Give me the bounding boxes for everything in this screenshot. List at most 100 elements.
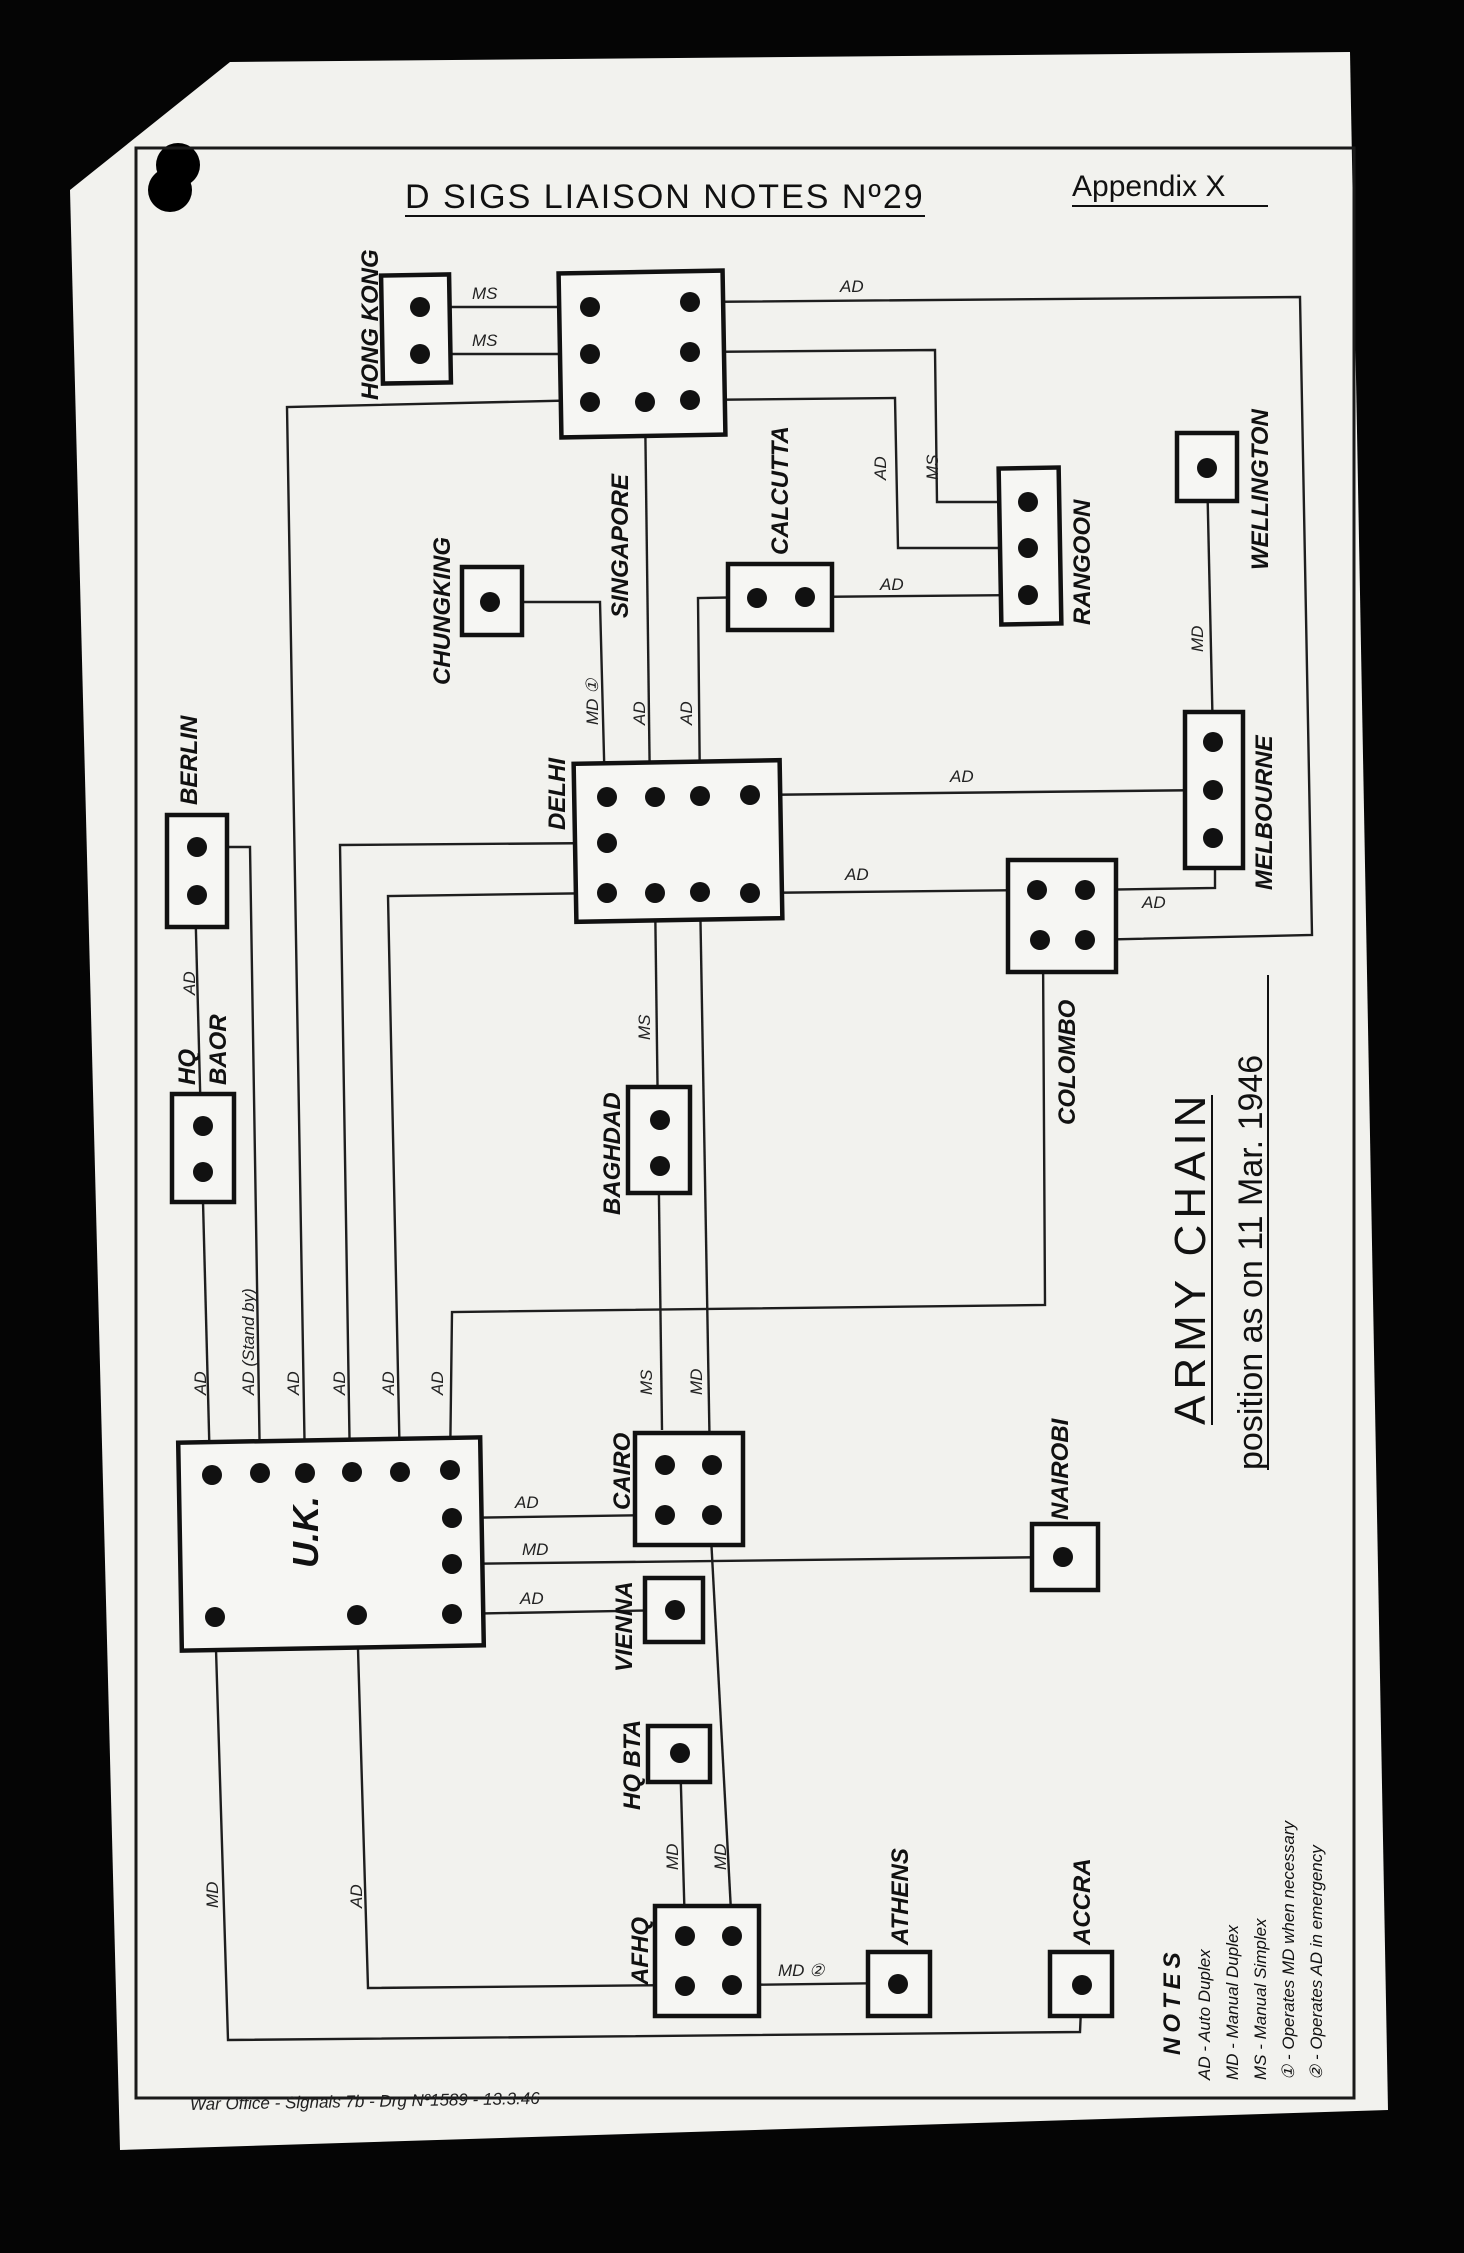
link-label-ms: MS bbox=[923, 454, 942, 480]
link-label-ad: AD bbox=[379, 1371, 398, 1396]
link-label-ad: AD bbox=[839, 277, 864, 296]
appendix-label: Appendix X bbox=[1072, 170, 1225, 203]
link-uk-nairobi bbox=[451, 1555, 1061, 1566]
station-wellington bbox=[1174, 430, 1240, 504]
link-label-ad: AD bbox=[677, 701, 696, 726]
diagram-title: ARMY CHAIN bbox=[1166, 1090, 1215, 1425]
label-melbourne: MELBOURNE bbox=[1251, 734, 1278, 890]
drawing-frame bbox=[134, 146, 1356, 2100]
label-cairo: CAIRO bbox=[609, 1432, 636, 1510]
station-vienna bbox=[642, 1575, 706, 1645]
station-baghdad bbox=[625, 1084, 693, 1196]
station-uk bbox=[175, 1435, 487, 1653]
label-accra: ACCRA bbox=[1069, 1858, 1096, 1946]
station-afhq bbox=[652, 1903, 762, 2019]
link-singapore-delhi bbox=[643, 404, 652, 796]
note-item: ① - Operates MD when necessary bbox=[1279, 1819, 1298, 2080]
link-singapore-colombo bbox=[689, 295, 1314, 942]
link-label-ad: AD bbox=[519, 1589, 544, 1608]
station-hq-baor bbox=[169, 1091, 237, 1205]
label-athens: ATHENS bbox=[887, 1848, 914, 1946]
label-wellington: WELLINGTON bbox=[1247, 408, 1274, 570]
station-melbourne bbox=[1182, 709, 1246, 871]
document-title: D SIGS LIAISON NOTES Nº29 bbox=[405, 178, 925, 216]
link-label-ad: AD bbox=[191, 1371, 210, 1396]
label-afhq: AFHQ bbox=[627, 1917, 654, 1986]
station-berlin bbox=[164, 812, 230, 930]
link-singapore-rangoon bbox=[689, 348, 1025, 504]
label-vienna: VIENNA bbox=[611, 1581, 638, 1672]
link-label-md: MD bbox=[522, 1540, 548, 1559]
link-label-ad: AD bbox=[871, 456, 890, 481]
station-chungking bbox=[459, 564, 525, 638]
notes-heading: NOTES bbox=[1159, 1947, 1186, 2055]
station-rangoon bbox=[996, 465, 1064, 627]
punch-hole bbox=[148, 168, 192, 212]
label-rangoon: RANGOON bbox=[1069, 499, 1096, 625]
station-colombo bbox=[1005, 857, 1119, 975]
link-label-ms: MS bbox=[472, 331, 498, 350]
station-calcutta bbox=[725, 561, 835, 633]
link-label-ad: AD bbox=[347, 1884, 366, 1909]
label-nairobi: NAIROBI bbox=[1047, 1417, 1074, 1520]
link-delhi-cairo bbox=[698, 892, 712, 1466]
station-singapore bbox=[556, 268, 728, 440]
link-label-ad: AD bbox=[514, 1493, 539, 1512]
station-cairo bbox=[632, 1430, 746, 1548]
label-baghdad: BAGHDAD bbox=[599, 1092, 626, 1215]
note-item: AD - Auto Duplex bbox=[1195, 1949, 1214, 2081]
label-delhi: DELHI bbox=[544, 757, 571, 830]
link-label-ms: MS bbox=[637, 1369, 656, 1395]
link-singapore-uk bbox=[285, 398, 591, 1471]
station-accra bbox=[1047, 1949, 1115, 2019]
label-uk: U.K. bbox=[285, 1496, 326, 1568]
link-uk-cairo bbox=[451, 1513, 661, 1520]
link-label-ad: AD bbox=[1141, 893, 1166, 912]
link-label-md: MD bbox=[1188, 626, 1207, 652]
link-label-md: MD bbox=[687, 1369, 706, 1395]
diagram-subtitle: position as on 11 Mar. 1946 bbox=[1232, 1055, 1270, 1470]
link-label-ms: MS bbox=[472, 284, 498, 303]
note-item: MS - Manual Simplex bbox=[1251, 1918, 1270, 2080]
note-item: ② - Operates AD in emergency bbox=[1307, 1844, 1326, 2080]
label-hq-bta: HQ BTA bbox=[619, 1720, 646, 1810]
label-berlin: BERLIN bbox=[176, 715, 203, 805]
note-item: MD - Manual Duplex bbox=[1223, 1925, 1242, 2080]
station-hong-kong bbox=[378, 272, 454, 386]
link-label-md: MD bbox=[203, 1882, 222, 1908]
label-hq: HQ bbox=[174, 1049, 201, 1085]
label-colombo: COLOMBO bbox=[1054, 999, 1081, 1125]
link-label-ad: AD bbox=[879, 575, 904, 594]
link-delhi-colombo bbox=[749, 888, 1036, 895]
link-delhi-uk bbox=[338, 841, 608, 1471]
link-colombo-uk bbox=[448, 949, 1047, 1471]
link-label-ad: AD bbox=[428, 1371, 447, 1396]
label-singapore: SINGAPORE bbox=[607, 473, 634, 618]
link-uk-afhq bbox=[355, 1614, 686, 1990]
station-hq-bta bbox=[645, 1723, 713, 1785]
label-chungking: CHUNGKING bbox=[429, 537, 456, 685]
link-label-md-1: MD ① bbox=[583, 678, 602, 725]
link-delhi-uk bbox=[386, 891, 608, 1471]
station-athens bbox=[865, 1949, 933, 2019]
link-chungking-delhi bbox=[490, 600, 607, 796]
station-delhi bbox=[571, 757, 785, 925]
link-label-md-2: MD ② bbox=[778, 1961, 825, 1980]
notes-block: NOTES AD - Auto Duplex MD - Manual Duple… bbox=[1159, 1819, 1326, 2081]
label-baor: BAOR bbox=[205, 1014, 232, 1085]
link-label-ms: MS bbox=[635, 1014, 654, 1040]
link-label-md: MD bbox=[711, 1844, 730, 1870]
link-label-ad: AD bbox=[284, 1371, 303, 1396]
link-wellington-melbourne bbox=[1205, 469, 1215, 741]
link-label-ad: AD bbox=[330, 1371, 349, 1396]
label-hong-kong: HONG KONG bbox=[357, 249, 384, 400]
connection-lines bbox=[193, 295, 1314, 2042]
link-label-ad: AD bbox=[949, 767, 974, 786]
link-calcutta-rangoon bbox=[804, 593, 1026, 599]
link-label-ad: AD bbox=[630, 701, 649, 726]
link-uk-vienna bbox=[451, 1608, 676, 1616]
station-nairobi bbox=[1029, 1521, 1101, 1593]
link-label-md: MD bbox=[663, 1844, 682, 1870]
